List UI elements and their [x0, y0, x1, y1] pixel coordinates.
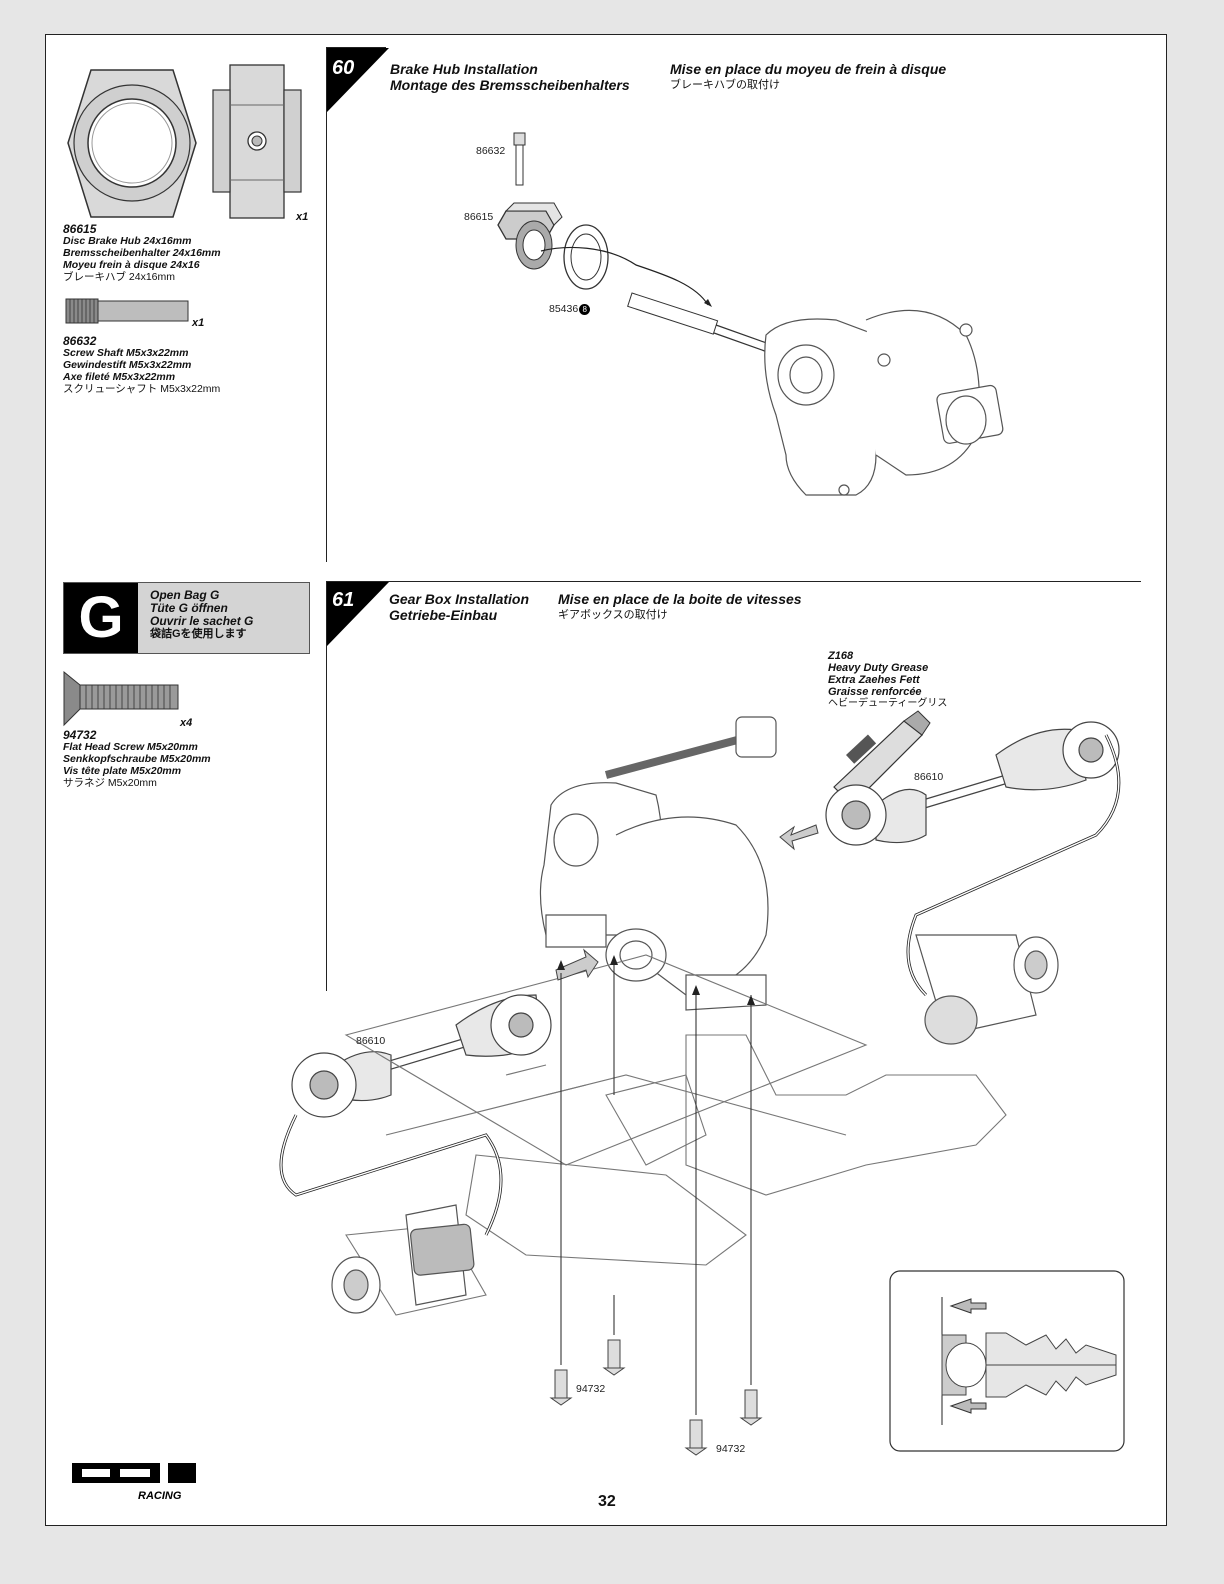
- step60-number: 60: [332, 57, 355, 79]
- step61-title-jp: ギアボックスの取付け: [558, 609, 668, 621]
- part-name-jp: スクリューシャフト M5x3x22mm: [63, 383, 221, 395]
- bag-text-fr: Ouvrir le sachet G: [150, 614, 254, 628]
- rear-hub-left-icon: [331, 1204, 475, 1314]
- bag-text-en: Open Bag G: [150, 588, 220, 602]
- step60-title-de: Montage des Bremsscheibenhalters: [390, 77, 630, 93]
- grease-jp: ヘビーデューティーグリス: [828, 698, 948, 709]
- callout-94732-right: 94732: [716, 1443, 746, 1455]
- step61-rule: [326, 581, 1141, 582]
- step60-title-jp: ブレーキハブの取付け: [670, 79, 780, 91]
- grease-label: Z168 Heavy Duty Grease Extra Zaehes Fett…: [828, 650, 947, 710]
- step61-title-fr-jp: Mise en place de la boite de vitesses ギア…: [558, 591, 802, 623]
- callout-badge: 8: [579, 304, 591, 315]
- flat-head-screw-icon: [63, 670, 179, 727]
- part-name-en: Flat Head Screw M5x20mm: [63, 741, 198, 753]
- brake-hub-86615-icon: [497, 202, 563, 270]
- part-86632-qty: x1: [192, 317, 205, 329]
- grease-de: Extra Zaehes Fett: [828, 674, 920, 686]
- part-name-de: Gewindestift M5x3x22mm: [63, 359, 192, 371]
- part-number: 86615: [63, 222, 97, 236]
- step61-title-en: Gear Box Installation: [389, 591, 530, 607]
- callout-86610-left: 86610: [356, 1035, 386, 1047]
- part-94732-label: 94732 Flat Head Screw M5x20mm Senkkopfsc…: [63, 729, 211, 789]
- parts-illustrations: [63, 64, 302, 727]
- part-name-fr: Axe fileté M5x3x22mm: [63, 371, 176, 383]
- screw-shaft-icon: [65, 298, 189, 324]
- bag-letter: G: [64, 583, 138, 653]
- callout-86615: 86615: [464, 211, 494, 223]
- callout-86632: 86632: [476, 145, 506, 157]
- part-name-en: Disc Brake Hub 24x16mm: [63, 235, 192, 247]
- page-number: 32: [598, 1493, 616, 1510]
- part-name-de: Senkkopfschraube M5x20mm: [63, 753, 211, 765]
- flat-head-screw-94732-icon: [549, 1339, 763, 1456]
- column-divider-bottom: [326, 581, 327, 991]
- part-name-fr: Moyeu frein à disque 24x16: [63, 259, 200, 271]
- column-divider-top: [326, 47, 327, 562]
- driveshaft-left-icon: [291, 994, 552, 1118]
- step60-title-en: Brake Hub Installation: [390, 61, 538, 77]
- callout-86610-right: 86610: [914, 771, 944, 783]
- bag-text-de: Tüte G öffnen: [150, 601, 228, 615]
- svg-text:RACING: RACING: [138, 1490, 182, 1502]
- part-name-en: Screw Shaft M5x3x22mm: [63, 347, 189, 359]
- disc-brake-hub-side-icon: [212, 64, 302, 219]
- part-86632-label: 86632 Screw Shaft M5x3x22mm Gewindestift…: [63, 335, 220, 395]
- step60-title-fr: Mise en place du moyeu de frein à disque: [670, 61, 947, 77]
- open-bag-banner: G Open Bag G Tüte G öffnen Ouvrir le sac…: [63, 582, 310, 654]
- insert-arrow-icon: [555, 824, 819, 981]
- step61-number: 61: [332, 589, 355, 611]
- step60-illustration: [497, 132, 1004, 496]
- part-number: 86632: [63, 334, 97, 348]
- gearbox-assembly-icon: [539, 716, 777, 1011]
- screw-guide-lines: [560, 965, 752, 1415]
- step60-rule: [326, 47, 386, 48]
- bag-instructions: Open Bag G Tüte G öffnen Ouvrir le sache…: [150, 589, 253, 641]
- step61-title-fr: Mise en place de la boite de vitesses: [558, 591, 802, 607]
- part-94732-qty: x4: [180, 717, 193, 729]
- screw-shaft-86632-icon: [513, 132, 526, 186]
- manual-page: x1 86615 Disc Brake Hub 24x16mm Bremssch…: [45, 34, 1167, 1526]
- step61-title-en-de: Gear Box Installation Getriebe-Einbau: [389, 591, 529, 623]
- step61-illustration: [279, 710, 1125, 1456]
- gearbox-icon: [764, 309, 1004, 496]
- hpi-racing-logo: RACING: [72, 1463, 196, 1502]
- step61-marker: [327, 582, 389, 646]
- step61-title-de: Getriebe-Einbau: [389, 607, 498, 623]
- part-name-de: Bremsscheibenhalter 24x16mm: [63, 247, 221, 259]
- part-name-jp: サラネジ M5x20mm: [63, 777, 157, 789]
- part-86615-label: 86615 Disc Brake Hub 24x16mm Bremsscheib…: [63, 223, 221, 283]
- grease-code: Z168: [828, 650, 854, 662]
- disc-brake-hub-icon: [67, 69, 197, 218]
- part-number: 94732: [63, 728, 97, 742]
- grease-en: Heavy Duty Grease: [828, 662, 929, 674]
- step60-title-en-de: Brake Hub Installation Montage des Brems…: [390, 61, 630, 93]
- part-86615-qty: x1: [296, 211, 309, 223]
- part-name-fr: Vis tête plate M5x20mm: [63, 765, 182, 777]
- grease-fr: Graisse renforcée: [828, 686, 922, 698]
- step60-marker: [327, 48, 389, 112]
- part-name-jp: ブレーキハブ 24x16mm: [63, 271, 176, 283]
- step60-title-fr-jp: Mise en place du moyeu de frein à disque…: [670, 61, 946, 93]
- bag-text-jp: 袋詰Gを使用します: [150, 628, 247, 640]
- boot-detail-inset: [889, 1270, 1125, 1452]
- rear-hub-right-icon: [915, 934, 1059, 1045]
- callout-85436-number: 85436: [549, 303, 579, 315]
- callout-94732-left: 94732: [576, 1383, 606, 1395]
- washer-85436-icon: [563, 224, 609, 290]
